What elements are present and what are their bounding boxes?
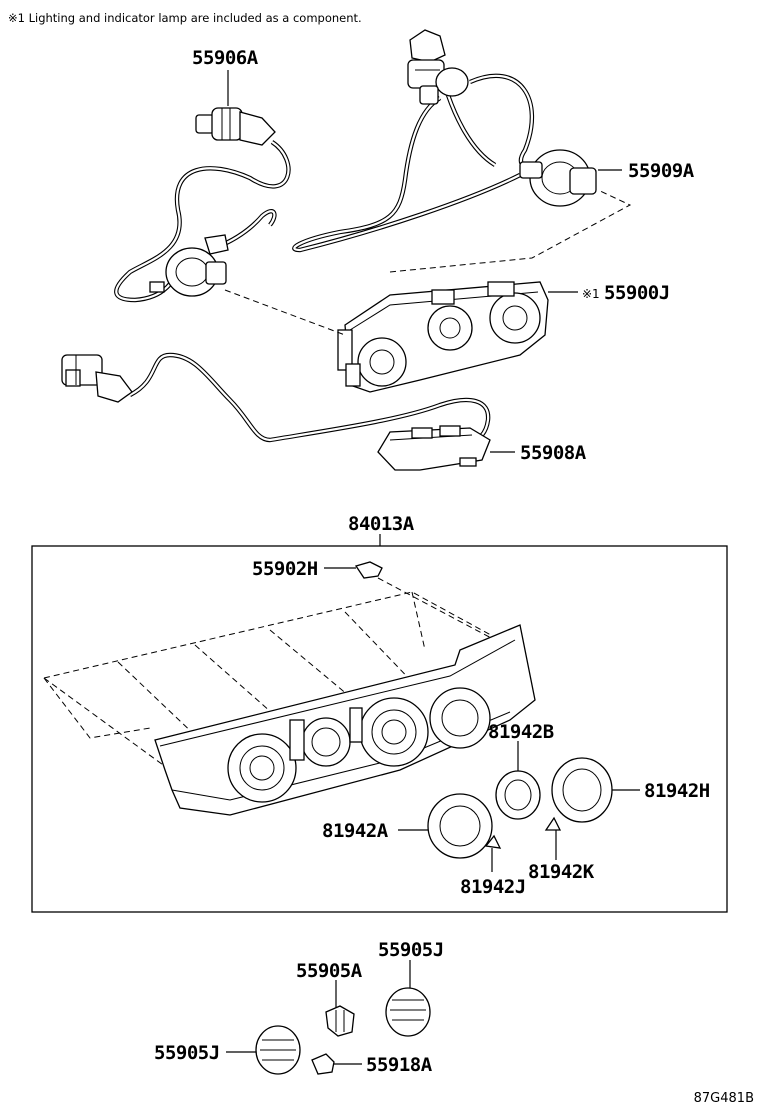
label-55905J-bottom: 55905J (154, 1042, 220, 1064)
bracket-55908A (377, 425, 515, 471)
label-55909A: 55909A (628, 160, 695, 182)
label-81942B: 81942B (488, 721, 554, 743)
label-55905J-top: 55905J (378, 939, 444, 961)
bulb-socket-55909A (519, 149, 622, 207)
label-81942A: 81942A (322, 820, 389, 842)
label-55908A: 55908A (520, 442, 587, 464)
assembly-frame-84013A (31, 545, 728, 913)
label-81942J: 81942J (460, 876, 526, 898)
bulb-socket-lower-left (61, 354, 133, 403)
label-84013A: 84013A (348, 513, 415, 535)
label-55906A: 55906A (192, 47, 259, 69)
bulb-socket-55906A (195, 70, 276, 146)
bulb-socket-top (407, 29, 469, 105)
control-panel-face (154, 624, 536, 816)
label-55900J-mark: ※1 (582, 287, 600, 301)
knob-55905A (325, 980, 355, 1037)
label-55905A: 55905A (296, 960, 363, 982)
wire-harness-right (292, 73, 541, 253)
clip-55902H (324, 561, 383, 579)
label-81942H: 81942H (644, 780, 710, 802)
cap-81942K (544, 816, 562, 860)
cap-81942J (484, 834, 502, 872)
diagram-code: 87G481B (693, 1091, 754, 1106)
label-81942K: 81942K (528, 861, 595, 883)
knob-55905J-bottom (226, 1025, 301, 1075)
ring-81942H (551, 757, 640, 823)
knob-55918A (311, 1053, 362, 1075)
knob-55905J-top (385, 960, 431, 1037)
label-55918A: 55918A (366, 1054, 433, 1076)
wire-harness-left (114, 140, 291, 303)
footnote-text: ※1 Lighting and indicator lamp are inclu… (8, 11, 362, 25)
frame-dashed-guides (43, 577, 501, 771)
ring-81942A (398, 793, 493, 859)
wire-harness-lower (128, 352, 491, 445)
control-assembly-55900J (337, 281, 578, 393)
bulb-socket-left-mid (149, 234, 229, 297)
ring-81942B (495, 741, 541, 820)
label-55900J: 55900J (604, 282, 670, 304)
label-55902H: 55902H (252, 558, 318, 580)
